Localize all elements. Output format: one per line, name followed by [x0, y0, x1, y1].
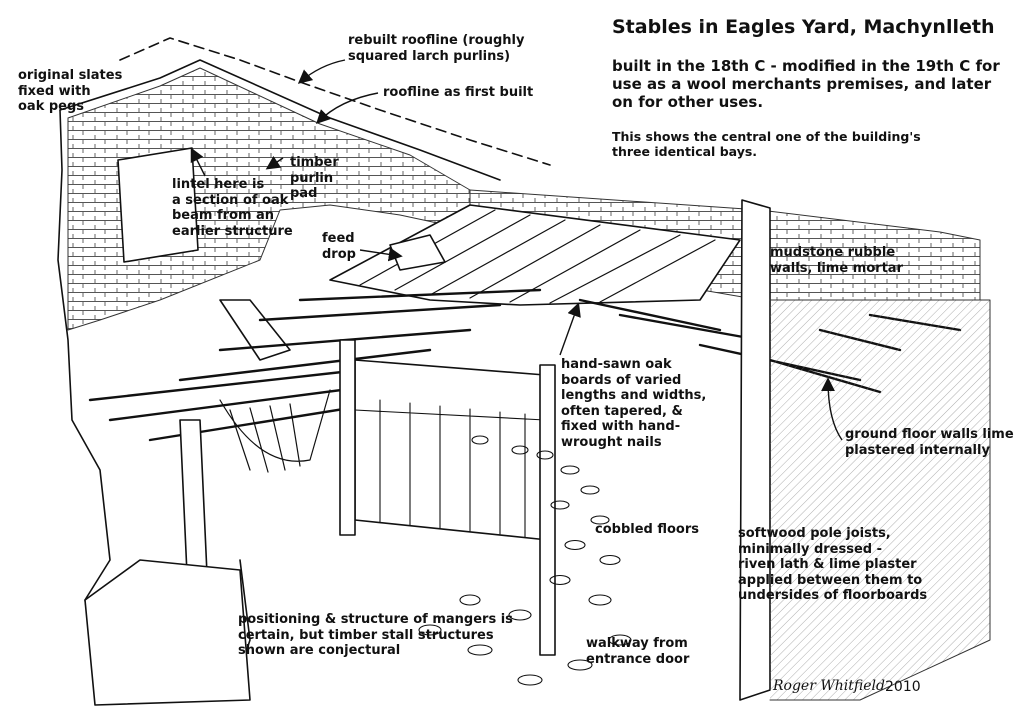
leader-ground-floor [821, 377, 843, 441]
manger-rack-back [219, 299, 291, 361]
right-partition-wall [739, 199, 771, 701]
right-end-wall [769, 299, 991, 701]
cobbled-floor [418, 435, 632, 686]
foreground-stone [84, 559, 251, 706]
subtitle: built in the 18th C - modified in the 19… [612, 57, 1000, 111]
left-wall-stonework [67, 67, 471, 331]
bay-note: This shows the central one of the buildi… [612, 129, 921, 159]
label-positioning: positioning & structure of mangers is ce… [238, 612, 513, 658]
feed-drop-chute [389, 234, 446, 271]
stall-post-mid [339, 339, 356, 536]
leader-feed-drop [359, 247, 403, 262]
label-cobbled: cobbled floors [595, 522, 699, 537]
label-walkway: walkway from entrance door [586, 636, 690, 667]
label-rebuilt-roofline: rebuilt roofline (roughly squared larch … [348, 33, 525, 64]
label-original-slates: original slates fixed with oak pegs [18, 68, 123, 114]
label-hand-sawn: hand-sawn oak boards of varied lengths a… [561, 357, 707, 450]
label-lintel: lintel here is a section of oak beam fro… [172, 177, 293, 239]
label-mudstone: mudstone rubble walls, lime mortar [770, 245, 903, 276]
label-roofline-first: roofline as first built [383, 85, 534, 100]
stall-post-front [539, 364, 556, 656]
drawing-year: 2010 [885, 679, 921, 695]
upper-floorboards [329, 204, 741, 306]
leader-hand-sawn [559, 302, 581, 356]
leader-lintel [190, 147, 206, 177]
page-title: Stables in Eagles Yard, Machynlleth [612, 16, 995, 38]
label-ground-floor: ground floor walls lime plastered intern… [845, 427, 1014, 458]
label-softwood: softwood pole joists, minimally dressed … [738, 526, 928, 603]
leader-roofline-first [316, 92, 379, 124]
roof-gable-outline [59, 59, 501, 181]
stall-partition [354, 359, 549, 541]
gable-window [117, 147, 199, 263]
label-timber-purlin-pad: timber purlin pad [290, 155, 339, 201]
artist-signature: Roger Whitfield [773, 678, 885, 694]
label-feed-drop: feed drop [322, 231, 356, 262]
leader-rebuilt-roofline [297, 59, 346, 84]
manger-rack [219, 389, 331, 473]
leader-purlin-pad [265, 155, 284, 170]
stall-boards [354, 399, 546, 538]
